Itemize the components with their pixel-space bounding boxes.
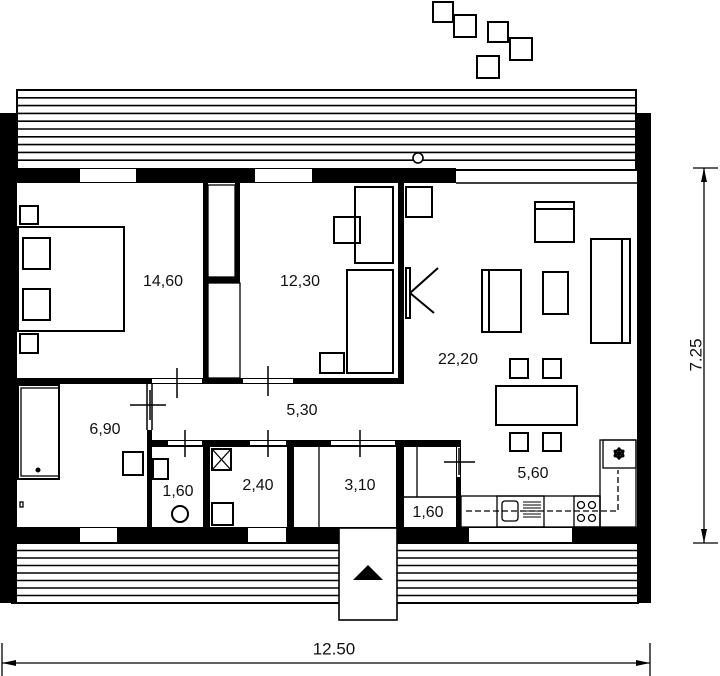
room-area-kitchen: 5,60 <box>517 465 548 482</box>
double-bed <box>17 226 125 332</box>
room-area-hallway: 5,30 <box>286 402 317 419</box>
cabinet <box>405 186 433 218</box>
tv-unit <box>405 267 411 319</box>
dining-chair <box>509 432 529 452</box>
sofa-small <box>481 269 522 333</box>
dimension-depth: 7.25 <box>686 167 718 544</box>
room-area-bedroom-1: 14,60 <box>143 273 183 290</box>
washbasin <box>122 451 144 476</box>
chimney-squares <box>432 1 533 79</box>
bathtub <box>17 384 60 480</box>
entrance-arrow-icon <box>353 565 383 580</box>
chair <box>333 216 361 244</box>
boiler <box>211 448 232 471</box>
window <box>255 169 312 182</box>
width-dimension-label: 12.50 <box>313 639 356 658</box>
door-marks <box>130 366 475 475</box>
desk <box>354 186 394 264</box>
living-room-furniture <box>405 186 631 452</box>
bottom-terrace <box>11 542 639 604</box>
sofa <box>590 238 631 344</box>
toilet <box>152 458 169 480</box>
window <box>80 528 117 542</box>
room-area-pantry: 1,60 <box>412 504 443 521</box>
window <box>469 528 572 542</box>
washing-machine <box>211 502 234 526</box>
interior-walls <box>17 183 461 528</box>
nightstand <box>19 205 39 225</box>
dining-chair <box>542 432 562 452</box>
window <box>80 169 136 182</box>
room-area-bedroom-2: 12,30 <box>280 273 320 290</box>
dining-chair <box>509 358 529 379</box>
window <box>248 528 286 542</box>
room-labels: 14,60 12,30 22,20 6,90 5,30 1,60 2,40 3,… <box>89 273 548 521</box>
room-area-bathroom: 6,90 <box>89 421 120 438</box>
outer-walls <box>0 113 651 603</box>
dimension-width: 12.50 <box>1 639 651 676</box>
stove-burners-icon <box>576 500 597 523</box>
pillow <box>22 237 51 270</box>
fridge <box>602 439 637 469</box>
single-bed <box>346 269 394 374</box>
dining-chair <box>542 358 562 379</box>
nightstand <box>19 333 39 354</box>
pillow <box>22 288 51 321</box>
dining-table <box>495 385 578 426</box>
downpipe-icon <box>412 152 424 164</box>
kitchen-units: ❄ <box>460 439 637 528</box>
depth-dimension-label: 7.25 <box>686 338 705 371</box>
armchair <box>534 201 575 243</box>
room-area-wc: 1,60 <box>162 483 193 500</box>
terrace-decking-stripes <box>17 97 636 161</box>
terrace-decking-stripes <box>12 549 638 597</box>
sanitary-fixtures <box>17 384 234 526</box>
bedroom-1-furniture <box>17 205 125 354</box>
top-terrace <box>16 89 637 171</box>
room-area-living-room: 22,20 <box>438 351 478 368</box>
nightstand <box>319 352 345 374</box>
room-area-utility: 2,40 <box>242 477 273 494</box>
coffee-table <box>542 271 569 315</box>
entrance-step <box>338 527 398 621</box>
bedroom-2-furniture <box>319 186 394 374</box>
room-area-storage: 3,10 <box>344 477 375 494</box>
wc-bowl <box>171 505 189 523</box>
snowflake-icon: ❄ <box>613 446 626 463</box>
